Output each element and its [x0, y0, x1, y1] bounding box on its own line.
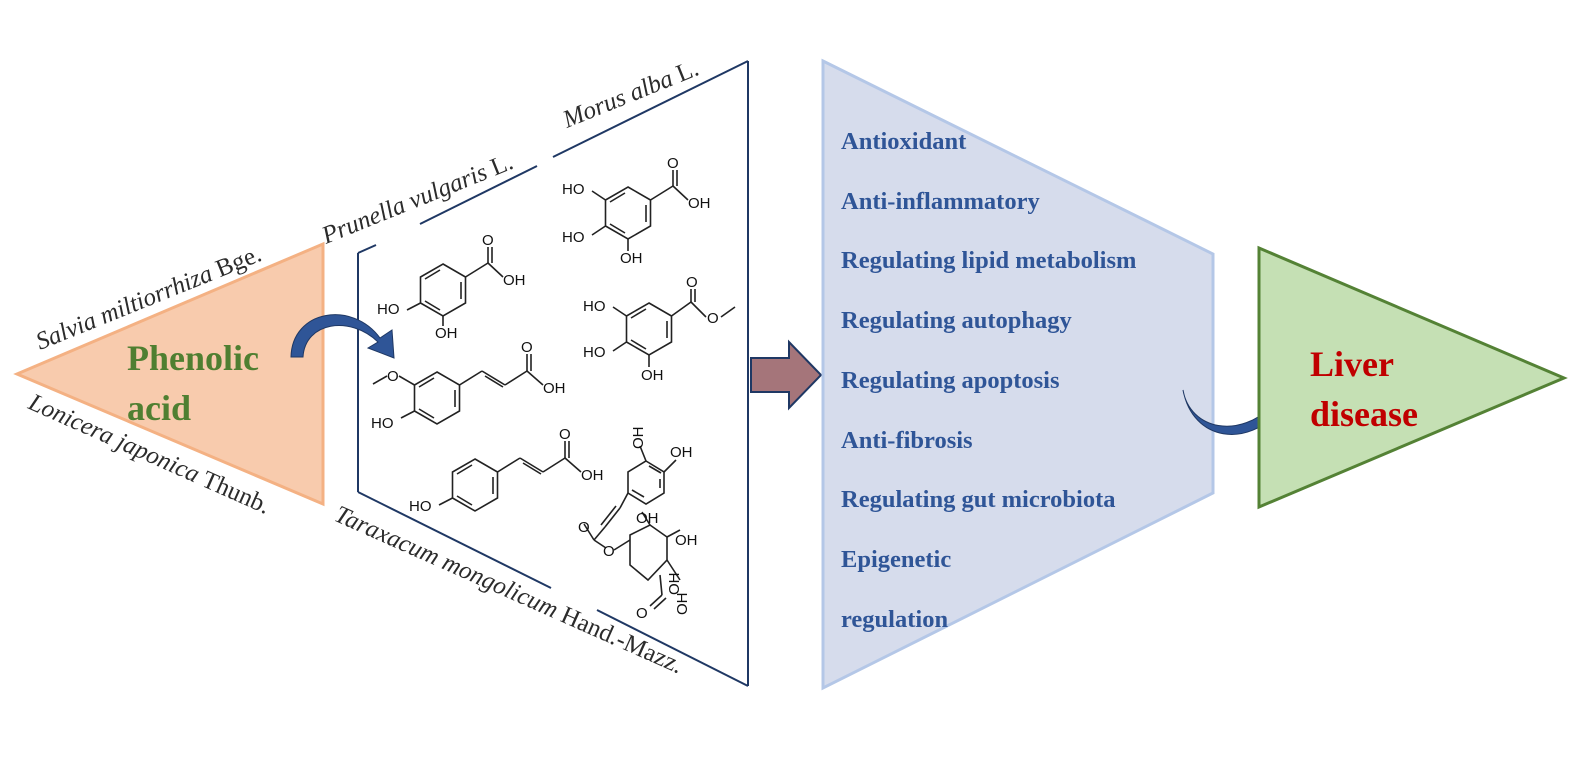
effects-panel [821, 58, 1215, 691]
effect-item: Anti-inflammatory [841, 188, 1040, 215]
label-oh: OH [675, 532, 698, 549]
plant-label-taraxacum: Taraxacum mongolicum Hand.-Mazz. [331, 501, 687, 679]
label-oh: OH [641, 367, 664, 384]
label-oh: OH [503, 272, 526, 289]
target-title-line2: disease [1310, 394, 1418, 434]
block-arrow-icon [750, 339, 823, 411]
effect-item: Epigenetic [841, 546, 951, 573]
effect-item: Antioxidant [841, 128, 967, 155]
label-oh: OH [581, 467, 604, 484]
hub-title-line2: acid [127, 388, 191, 428]
label-oh: OH [674, 593, 691, 616]
label-ho: HO [371, 415, 394, 432]
molecule-methyl-gallate: O O HO HO OH [583, 274, 736, 384]
label-ho: HO [583, 344, 606, 361]
label-o: O [578, 519, 590, 536]
effect-item: Regulating gut microbiota [841, 486, 1116, 513]
molecule-chlorogenic-acid: OH OH O O OH OH OH O OH [578, 427, 698, 623]
effect-item: Regulating autophagy [841, 307, 1073, 334]
label-ho: HO [583, 298, 606, 315]
target-title-line1: Liver [1310, 344, 1394, 384]
molecule-protocatechuic-acid: O OH HO OH [377, 232, 526, 342]
label-oh: OH [666, 573, 683, 596]
label-o: O [559, 426, 571, 443]
label-o: O [603, 543, 615, 560]
label-o: O [707, 310, 719, 327]
compound-frame [357, 60, 749, 687]
liver-disease-triangle [1257, 245, 1568, 510]
label-oh: OH [620, 250, 643, 267]
label-oh: OH [435, 325, 458, 342]
curved-arrow-icon [290, 314, 395, 359]
label-oh: OH [543, 380, 566, 397]
label-o: O [667, 155, 679, 172]
phenolic-acid-triangle [13, 241, 325, 507]
label-ho: HO [562, 229, 585, 246]
label-ho: HO [409, 498, 432, 515]
molecule-p-coumaric-acid: O OH HO [409, 426, 604, 515]
molecule-ferulic-acid: O OH O HO [371, 339, 566, 432]
label-o: O [387, 368, 399, 385]
hub-title-line1: Phenolic [127, 338, 259, 378]
label-oh: OH [636, 510, 659, 527]
label-o: O [521, 339, 533, 356]
label-oh: OH [630, 427, 647, 450]
label-oh: OH [670, 444, 693, 461]
effect-item: Regulating apoptosis [841, 367, 1060, 394]
effect-item: Anti-fibrosis [841, 427, 973, 454]
label-ho: HO [377, 301, 400, 318]
label-o: O [636, 605, 648, 622]
molecule-gallic-acid: O OH HO HO OH [562, 155, 711, 267]
label-o: O [686, 274, 698, 291]
label-o: O [482, 232, 494, 249]
effect-item: Regulating lipid metabolism [841, 247, 1136, 274]
label-oh: OH [688, 195, 711, 212]
label-ho: HO [562, 181, 585, 198]
effects-list: Antioxidant Anti-inflammatory Regulating… [841, 128, 1136, 633]
effect-item: regulation [841, 606, 948, 633]
